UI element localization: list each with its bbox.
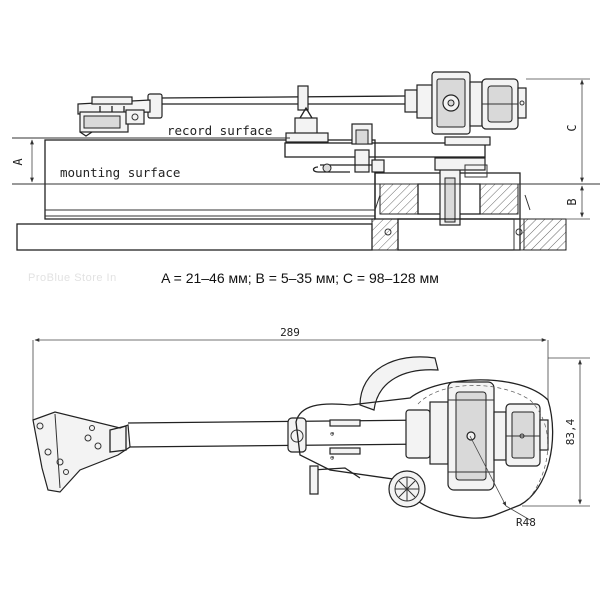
svg-text:⊕: ⊕ <box>330 454 335 462</box>
watermark-text: ProBlue Store In <box>28 272 117 284</box>
record-surface-label: record surface <box>167 123 272 138</box>
dim-radius-label: R48 <box>516 516 536 529</box>
mounting-board-outline <box>295 379 554 519</box>
dim-c-label: C <box>565 124 579 131</box>
dim-height-label: 83,4 <box>564 418 577 445</box>
arm-tube-side <box>147 85 406 143</box>
mounting-surface-label: mounting surface <box>60 165 180 180</box>
arm-rest-hook <box>359 356 439 411</box>
arm-base-section <box>371 159 567 251</box>
lift-assembly <box>284 123 491 178</box>
dim-b-label: B <box>565 198 579 205</box>
headshell-side <box>77 96 151 137</box>
svg-text:⊕: ⊕ <box>330 430 335 438</box>
dim-length-label: 289 <box>280 326 300 339</box>
counterweight-top <box>493 403 549 467</box>
counterweight-sweep-arc <box>417 385 549 501</box>
headshell-top <box>32 411 131 493</box>
dimension-ranges-caption: A = 21–46 мм; B = 5–35 мм; C = 98–128 мм <box>161 270 439 286</box>
pivot-housing-top <box>405 381 495 491</box>
side-view: record surface mounting surface A C B <box>11 71 600 251</box>
top-view: 289 ⊕ ⊕ <box>32 326 590 529</box>
dim-a-label: A <box>11 158 25 166</box>
pivot-and-counterweight-side <box>404 71 527 135</box>
plinth-base <box>16 223 373 251</box>
